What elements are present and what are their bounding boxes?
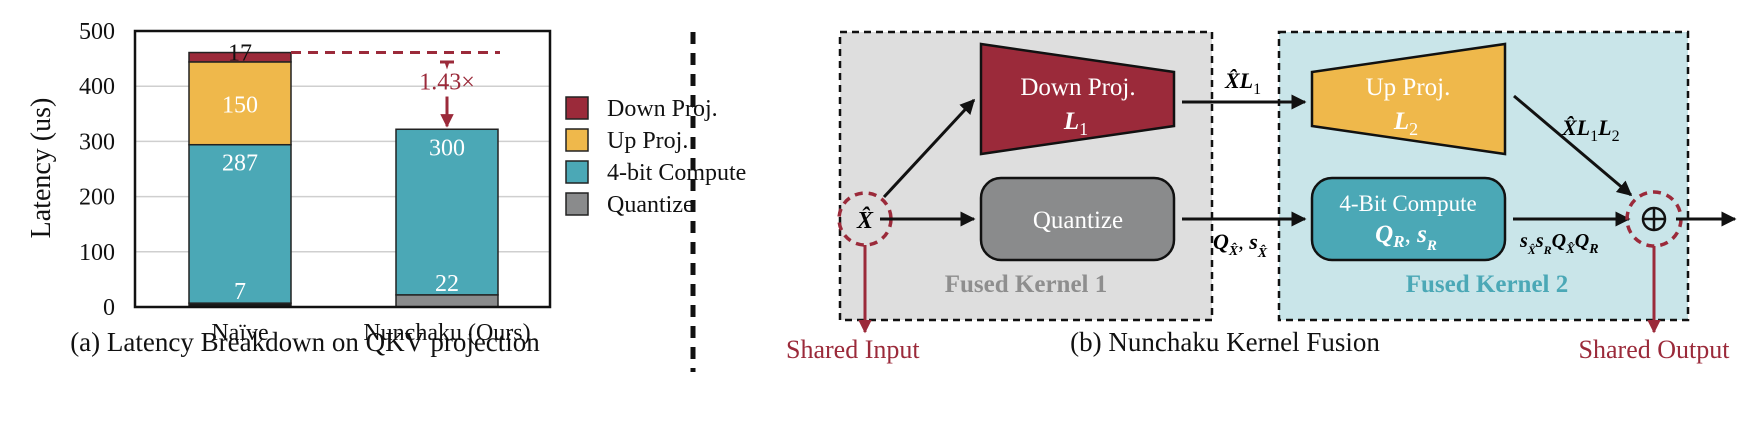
latency-chart: 0 100 200 300 400 500 Latency (us) 7 287 150 17 2… bbox=[26, 19, 746, 357]
subscript: R bbox=[1426, 238, 1437, 254]
symbol-q: Q bbox=[1575, 230, 1589, 252]
fused-kernel-1-label: Fused Kernel 1 bbox=[945, 271, 1108, 298]
y-tick-label: 500 bbox=[79, 19, 115, 45]
up-proj-block bbox=[1310, 42, 1507, 156]
symbol-q: Q bbox=[1375, 221, 1393, 248]
bars bbox=[188, 51, 499, 308]
quantize-block bbox=[979, 176, 1176, 262]
legend-label: Up Proj. bbox=[607, 128, 688, 154]
legend-swatch bbox=[565, 160, 589, 184]
caption-a: (a) Latency Breakdown on QKV projection bbox=[70, 327, 540, 357]
segment-label: 287 bbox=[222, 151, 258, 177]
legend-label: Down Proj. bbox=[607, 96, 718, 122]
y-tick-label: 200 bbox=[79, 185, 115, 211]
subscript: 1 bbox=[1253, 81, 1261, 98]
input-symbol: X̂ bbox=[856, 207, 874, 234]
subscript: 2 bbox=[1612, 128, 1620, 145]
symbol-s: s bbox=[1519, 230, 1528, 252]
edge-label-xl1l2: X̂L1L2 bbox=[1561, 115, 1620, 145]
shared-input-label: Shared Input bbox=[786, 335, 920, 364]
legend-label: 4-bit Compute bbox=[607, 160, 746, 186]
speedup-annotation: 1.43× bbox=[291, 51, 500, 128]
up-proj-title: Up Proj. bbox=[1366, 74, 1451, 101]
edge-text: L bbox=[1597, 115, 1611, 140]
segment-labels: 7 287 150 17 22 300 bbox=[222, 41, 465, 306]
legend-swatch bbox=[565, 96, 589, 120]
edge-text: X̂L bbox=[1561, 115, 1590, 140]
speedup-top-marker bbox=[440, 60, 454, 70]
shared-output-label: Shared Output bbox=[1579, 335, 1731, 364]
fused-kernel-2-label: Fused Kernel 2 bbox=[1406, 271, 1569, 298]
y-tick-labels: 0 100 200 300 400 500 bbox=[79, 19, 115, 321]
subscript: 2 bbox=[1409, 119, 1418, 139]
y-tick-label: 0 bbox=[103, 295, 115, 321]
segment-label: 22 bbox=[435, 271, 459, 297]
y-axis-label: Latency (us) bbox=[26, 98, 57, 239]
compute-title: 4-Bit Compute bbox=[1339, 191, 1476, 216]
legend-label: Quantize bbox=[607, 192, 694, 218]
subscript: R bbox=[1588, 242, 1598, 257]
up-proj-symbol: L2 bbox=[1393, 108, 1418, 139]
edge-text: X̂L bbox=[1224, 68, 1253, 93]
x-tick-label: Naïve bbox=[211, 320, 268, 346]
quantize-title: Quantize bbox=[1033, 207, 1123, 234]
compute-block bbox=[1310, 176, 1507, 262]
legend-swatch bbox=[565, 192, 589, 216]
subscript: R bbox=[1543, 243, 1552, 257]
edge-label-quant: QX̂, sX̂ bbox=[1213, 229, 1268, 261]
symbol-q: Q bbox=[1213, 229, 1229, 254]
down-proj-block bbox=[979, 42, 1176, 156]
symbol-s: s bbox=[1416, 221, 1427, 248]
separator: , bbox=[1238, 229, 1249, 254]
caption-b: (b) Nunchaku Kernel Fusion bbox=[1070, 327, 1380, 357]
bar-segment bbox=[188, 51, 292, 63]
sum-icon bbox=[1641, 206, 1667, 232]
subscript: R bbox=[1392, 232, 1404, 251]
segment-label: 300 bbox=[429, 135, 465, 161]
bar-segment bbox=[188, 143, 292, 304]
plot-frame bbox=[133, 29, 552, 309]
segment-label: 7 bbox=[234, 279, 246, 305]
subscript: X̂ bbox=[1257, 244, 1268, 261]
bar-segment bbox=[395, 128, 499, 296]
arrow-input-to-down-proj bbox=[882, 98, 976, 199]
y-tick-label: 100 bbox=[79, 240, 115, 266]
kernel-fusion-diagram: Down Proj. L1 Up Proj. L2 Quantize 4-Bit… bbox=[786, 30, 1737, 364]
speedup-label: 1.43× bbox=[419, 70, 475, 96]
subscript: 1 bbox=[1590, 128, 1598, 145]
y-tick-label: 300 bbox=[79, 129, 115, 155]
legend-swatch bbox=[565, 128, 589, 152]
subscript: X̂ bbox=[1565, 241, 1575, 256]
symbol-s: s bbox=[1535, 230, 1544, 252]
segment-label: 150 bbox=[222, 92, 258, 118]
x-tick-labels: Naïve Nunchaku (Ours) bbox=[211, 320, 530, 346]
y-tick-label: 400 bbox=[79, 74, 115, 100]
down-proj-title: Down Proj. bbox=[1020, 74, 1135, 101]
down-proj-symbol: L1 bbox=[1063, 108, 1088, 139]
symbol-l: L bbox=[1393, 108, 1409, 135]
edge-label-output: sX̂sRQX̂QR bbox=[1519, 230, 1599, 257]
symbol-l: L bbox=[1063, 108, 1079, 135]
subscript: 1 bbox=[1079, 119, 1088, 139]
edge-label-xl1: X̂L1 bbox=[1224, 68, 1261, 98]
segment-label: 17 bbox=[228, 41, 252, 67]
arrow-up-to-sum bbox=[1513, 94, 1633, 197]
compute-symbol: QR, sR bbox=[1375, 221, 1437, 254]
x-tick-label: Nunchaku (Ours) bbox=[363, 320, 530, 346]
subscript: X̂ bbox=[1228, 242, 1239, 259]
subscript: X̂ bbox=[1527, 243, 1537, 257]
symbol-s: s bbox=[1248, 229, 1258, 254]
symbol-q: Q bbox=[1552, 230, 1566, 252]
